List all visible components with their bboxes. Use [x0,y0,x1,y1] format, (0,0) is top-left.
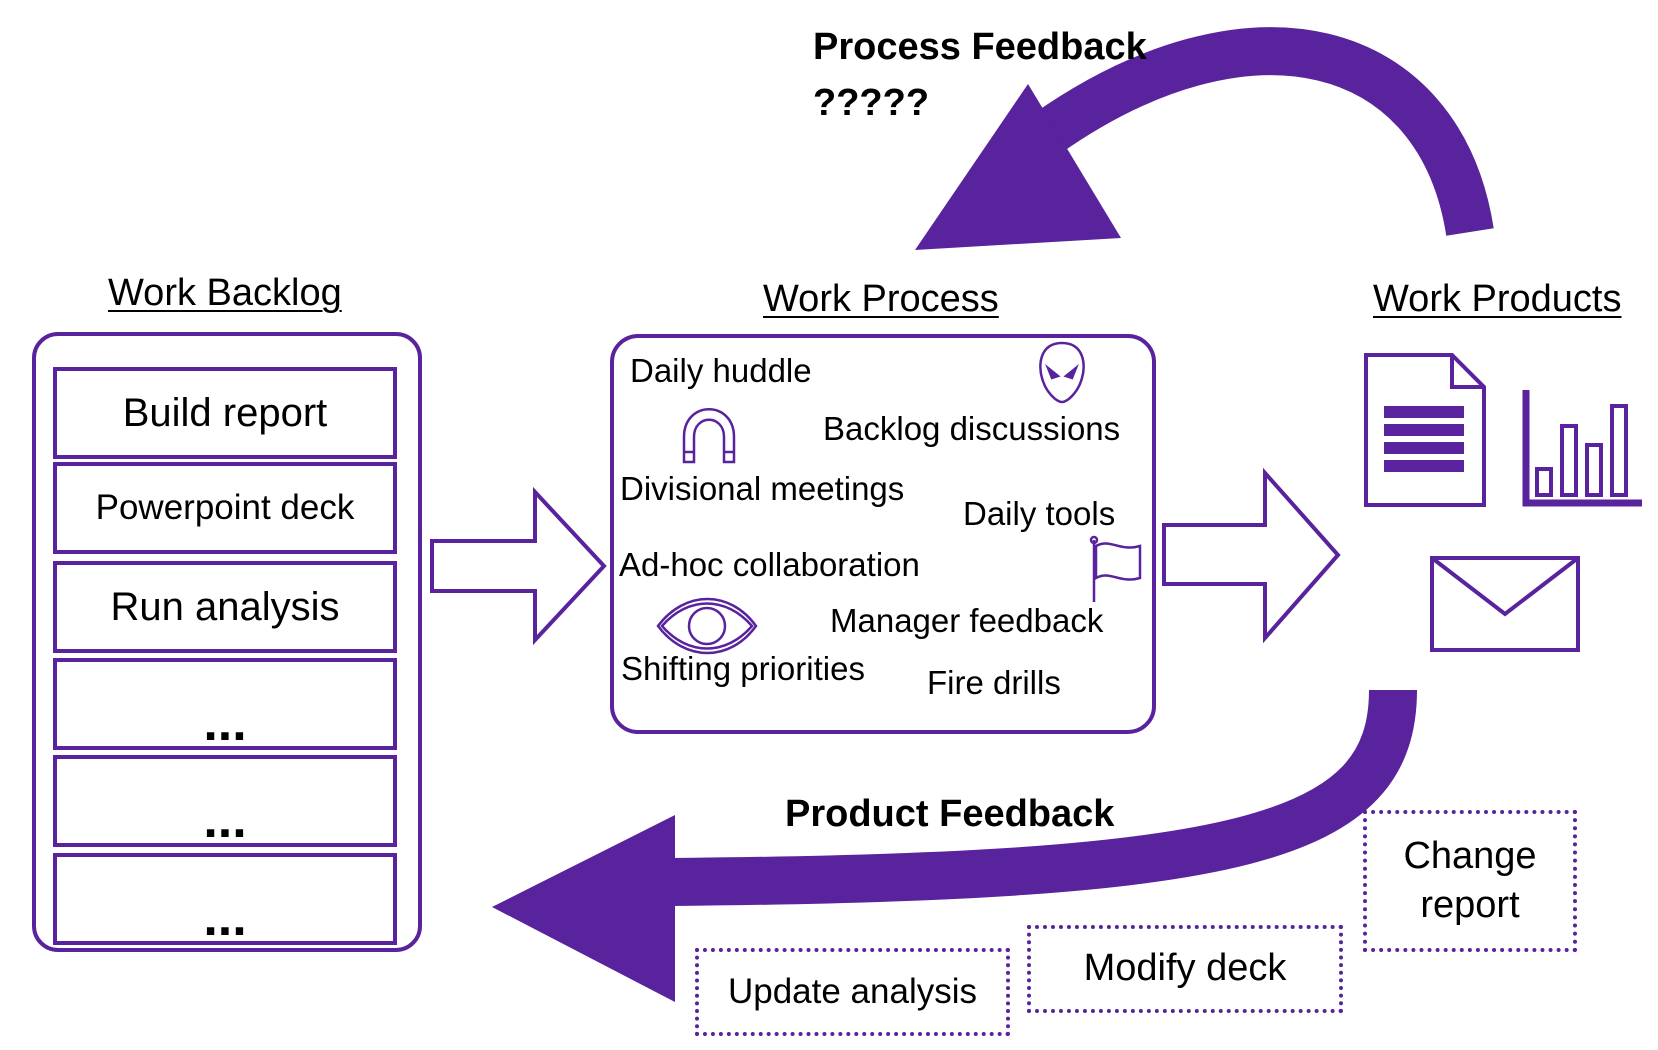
process-item-daily-huddle: Daily huddle [630,352,812,389]
backlog-item: Run analysis [53,561,397,653]
magnet-icon [682,408,736,464]
backlog-item: ... [53,658,397,750]
eye-icon [656,597,758,655]
backlog-to-process-arrow [430,486,607,646]
flag-icon [1089,535,1142,602]
process-feedback-title: Process Feedback [813,26,1147,68]
process-feedback-question: ????? [813,82,930,124]
backlog-item: Build report [53,367,397,459]
bar-chart-icon [1522,390,1642,507]
work-backlog-heading: Work Backlog [108,272,342,314]
update-analysis-label: Update analysis [727,972,978,1012]
process-item-backlog-discussions: Backlog discussions [823,410,1121,447]
document-icon [1364,353,1486,507]
envelope-icon [1430,556,1580,652]
process-item-manager-feedback: Manager feedback [830,602,1104,639]
work-products-heading: Work Products [1373,278,1622,320]
process-item-divisional-meetings: Divisional meetings [620,470,905,507]
alien-icon [1039,341,1085,404]
process-item-adhoc-collaboration: Ad-hoc collaboration [619,546,920,583]
product-feedback-arrowhead [492,815,675,1002]
product-feedback-arrow [669,689,1417,906]
work-process-box [610,334,1156,734]
process-feedback-arrow [1031,27,1494,237]
backlog-item: ... [53,853,397,945]
change-report-box: Change report [1363,810,1577,952]
process-feedback-arrowhead [915,84,1121,250]
modify-deck-label: Modify deck [1083,947,1287,990]
process-item-shifting-priorities: Shifting priorities [621,650,865,687]
modify-deck-box: Modify deck [1027,925,1343,1013]
process-to-products-arrow [1162,467,1341,644]
backlog-item: Powerpoint deck [53,462,397,554]
update-analysis-box: Update analysis [695,948,1010,1036]
process-item-daily-tools: Daily tools [963,495,1116,532]
change-report-label: Change report [1403,834,1537,926]
work-backlog-box [32,332,422,952]
backlog-item: ... [53,755,397,847]
process-item-fire-drills: Fire drills [927,664,1061,701]
product-feedback-title: Product Feedback [785,793,1115,835]
work-process-heading: Work Process [763,278,999,320]
